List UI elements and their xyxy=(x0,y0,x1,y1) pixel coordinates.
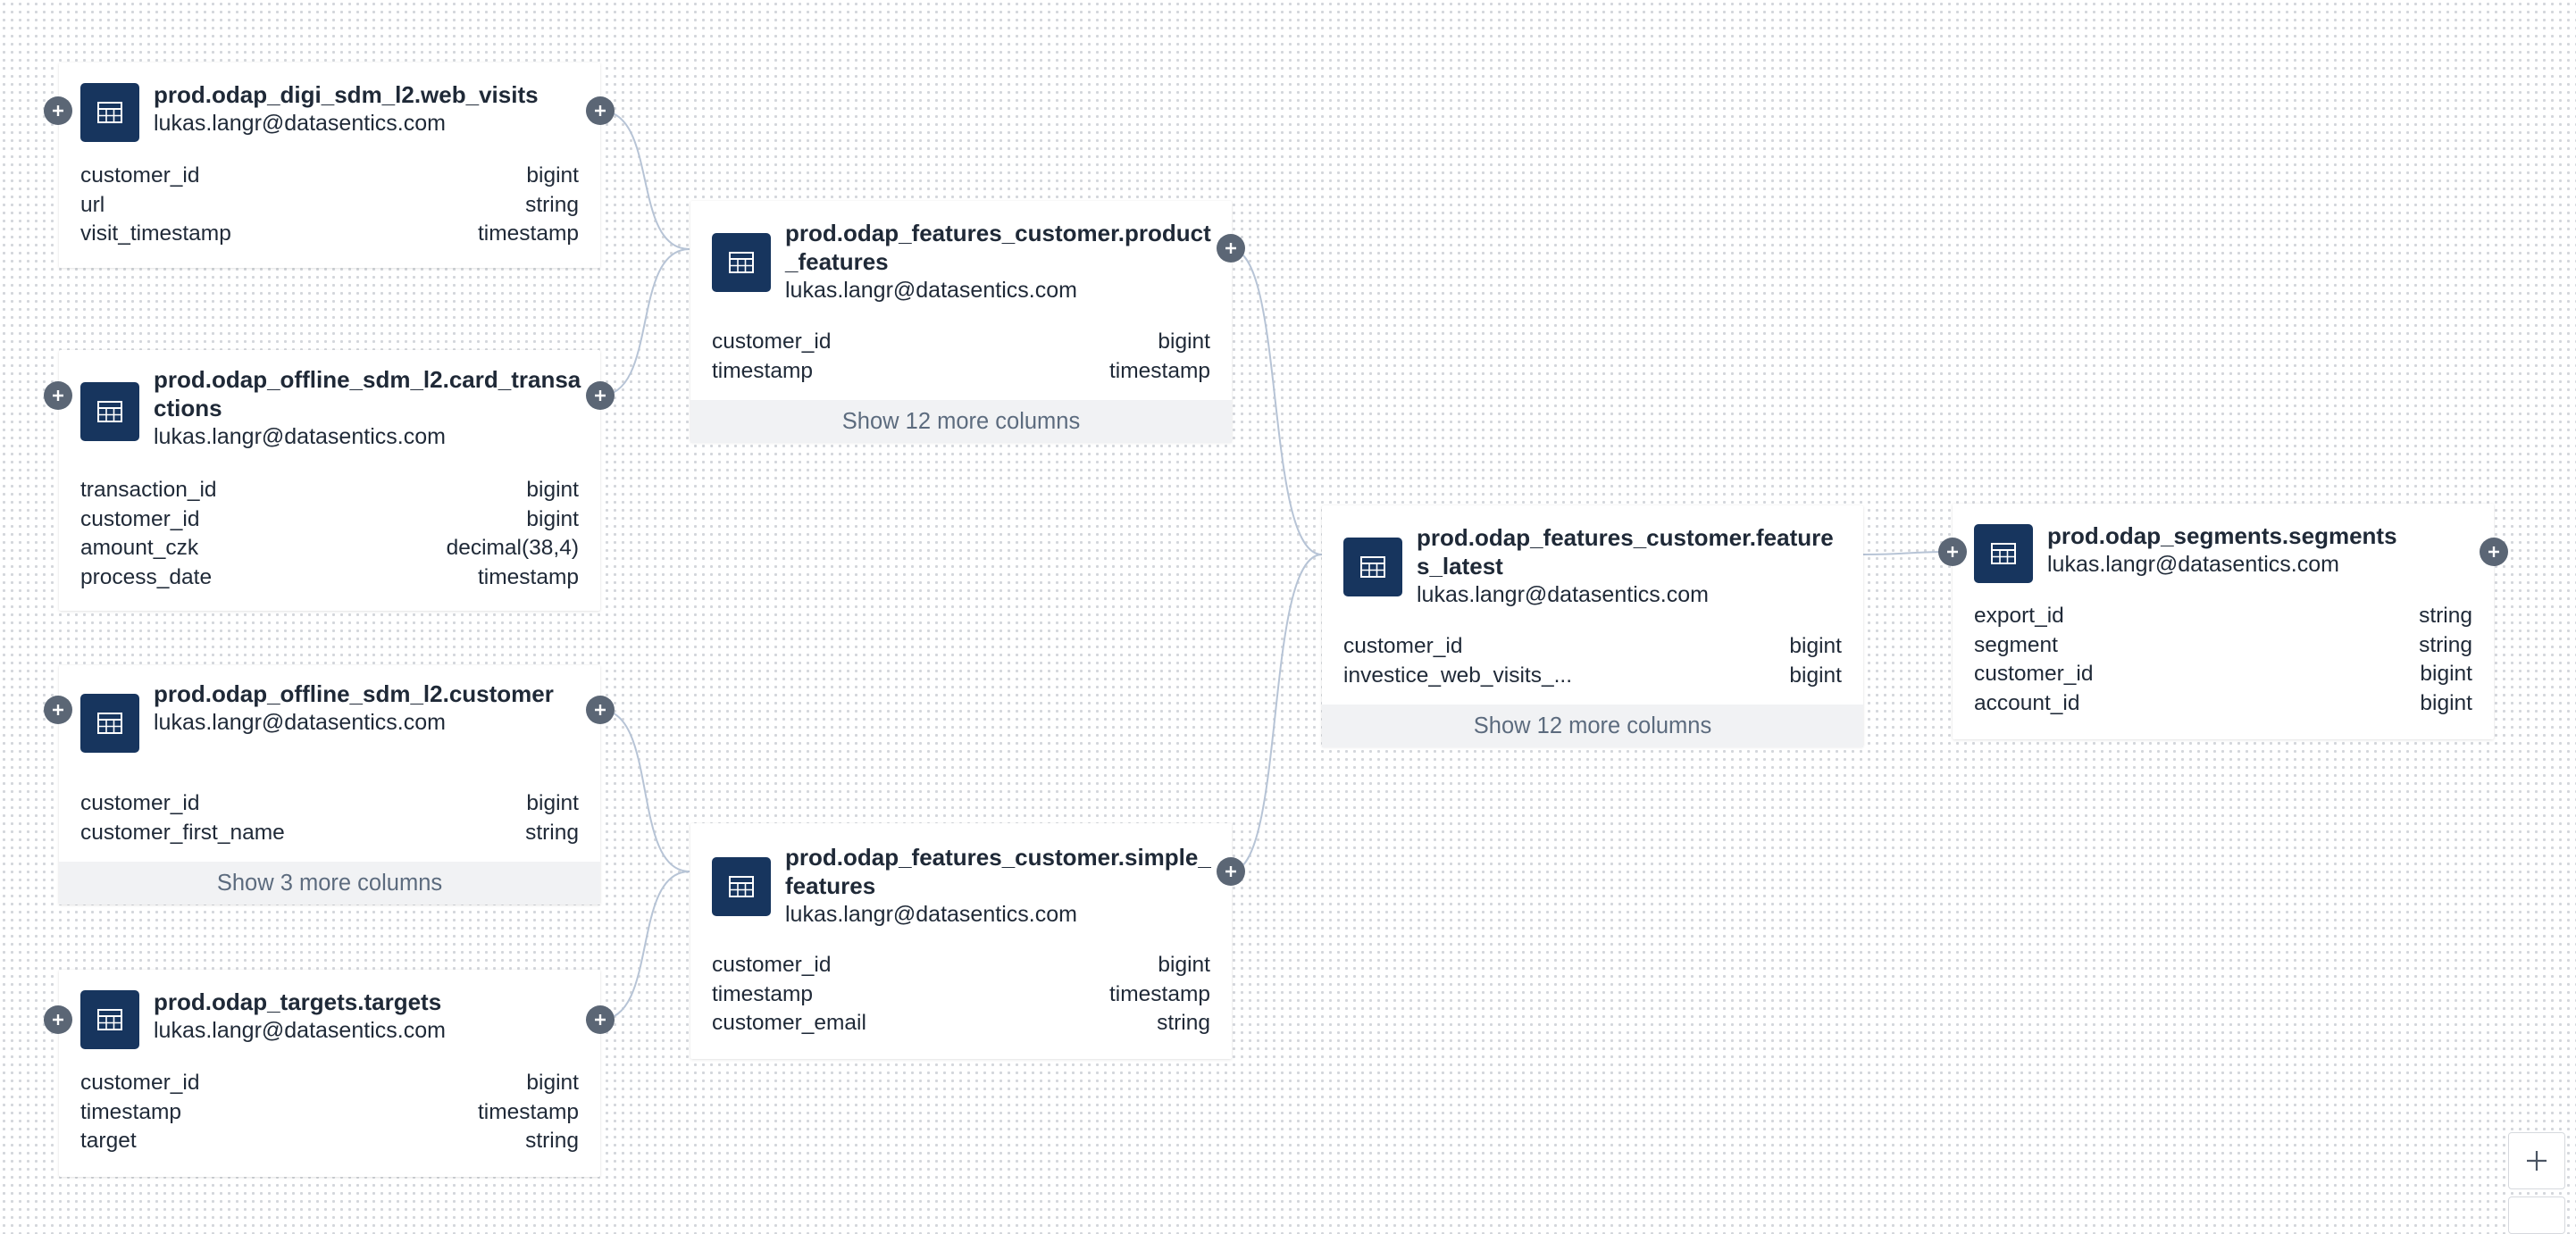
node-title: prod.odap_features_customer.product_feat… xyxy=(785,220,1211,275)
node-title: prod.odap_offline_sdm_l2.card_transactio… xyxy=(154,366,581,421)
node-title: prod.odap_offline_sdm_l2.customer xyxy=(154,680,554,707)
node-title: prod.odap_features_customer.simple_featu… xyxy=(785,844,1211,899)
node-title: prod.odap_digi_sdm_l2.web_visits xyxy=(154,81,539,108)
zoom-in-icon xyxy=(2527,1151,2547,1171)
table-node-features-latest[interactable]: prod.odap_features_customer.features_lat… xyxy=(1322,505,1863,747)
expand-upstream-web-visits[interactable] xyxy=(44,96,72,125)
show-more-columns-button[interactable]: Show 12 more columns xyxy=(690,400,1232,443)
node-owner: lukas.langr@datasentics.com xyxy=(154,1018,446,1043)
plus-icon xyxy=(595,390,606,401)
table-icon xyxy=(80,694,139,753)
expand-upstream-targets[interactable] xyxy=(44,1005,72,1034)
node-owner: lukas.langr@datasentics.com xyxy=(154,424,446,449)
table-node-segments[interactable]: prod.odap_segments.segments lukas.langr@… xyxy=(1953,504,2494,739)
plus-icon xyxy=(53,705,63,715)
expand-downstream-product-features[interactable] xyxy=(1217,234,1245,263)
node-owner: lukas.langr@datasentics.com xyxy=(154,710,446,735)
expand-upstream-card-transactions[interactable] xyxy=(44,381,72,410)
edge-customer-to-simple-features xyxy=(599,709,690,872)
plus-icon xyxy=(53,105,63,116)
expand-downstream-card-transactions[interactable] xyxy=(586,381,615,410)
edge-web-visits-to-product-features xyxy=(599,110,690,250)
node-owner: lukas.langr@datasentics.com xyxy=(785,902,1077,927)
plus-icon xyxy=(595,105,606,116)
node-title: prod.odap_targets.targets xyxy=(154,988,442,1015)
table-node-card-transactions[interactable]: prod.odap_offline_sdm_l2.card_transactio… xyxy=(59,350,600,611)
table-icon xyxy=(80,382,139,441)
edge-card-transactions-to-product-features xyxy=(599,248,690,396)
expand-downstream-web-visits[interactable] xyxy=(586,96,615,125)
show-more-columns-button[interactable]: Show 12 more columns xyxy=(1322,705,1863,747)
expand-downstream-customer[interactable] xyxy=(586,696,615,724)
edge-product-features-to-features-latest xyxy=(1230,248,1323,555)
table-icon xyxy=(712,857,771,916)
node-owner: lukas.langr@datasentics.com xyxy=(1417,582,1709,607)
plus-icon xyxy=(1947,546,1958,557)
edge-simple-features-to-features-latest xyxy=(1230,554,1323,872)
plus-icon xyxy=(53,1014,63,1025)
expand-upstream-customer[interactable] xyxy=(44,696,72,724)
node-owner: lukas.langr@datasentics.com xyxy=(2047,552,2339,577)
table-node-product-features[interactable]: prod.odap_features_customer.product_feat… xyxy=(690,201,1232,443)
zoom-out-button[interactable] xyxy=(2508,1196,2565,1234)
table-node-simple-features[interactable]: prod.odap_features_customer.simple_featu… xyxy=(690,823,1232,1059)
node-title: prod.odap_segments.segments xyxy=(2047,522,2397,549)
table-node-targets[interactable]: prod.odap_targets.targets lukas.langr@da… xyxy=(59,970,600,1177)
table-icon xyxy=(1343,538,1402,596)
table-icon xyxy=(1974,524,2033,583)
zoom-in-button[interactable] xyxy=(2508,1132,2565,1189)
plus-icon xyxy=(1225,243,1236,254)
column-row: investice_web_visits_...bigint xyxy=(1343,663,1842,688)
show-more-columns-button[interactable]: Show 3 more columns xyxy=(59,862,600,905)
plus-icon xyxy=(2488,546,2499,557)
plus-icon xyxy=(595,1014,606,1025)
expand-downstream-simple-features[interactable] xyxy=(1217,857,1245,886)
node-owner: lukas.langr@datasentics.com xyxy=(154,111,446,136)
expand-downstream-segments[interactable] xyxy=(2480,538,2508,566)
node-owner: lukas.langr@datasentics.com xyxy=(785,278,1077,303)
table-node-web-visits[interactable]: prod.odap_digi_sdm_l2.web_visits lukas.l… xyxy=(59,63,600,268)
table-icon xyxy=(712,233,771,292)
edge-targets-to-simple-features xyxy=(599,871,690,1021)
expand-upstream-segments[interactable] xyxy=(1938,538,1967,566)
plus-icon xyxy=(595,705,606,715)
expand-downstream-targets[interactable] xyxy=(586,1005,615,1034)
table-icon xyxy=(80,990,139,1049)
table-node-customer[interactable]: prod.odap_offline_sdm_l2.customer lukas.… xyxy=(59,665,600,905)
table-icon xyxy=(80,83,139,142)
plus-icon xyxy=(53,390,63,401)
node-title: prod.odap_features_customer.features_lat… xyxy=(1417,524,1834,579)
plus-icon xyxy=(1225,866,1236,877)
